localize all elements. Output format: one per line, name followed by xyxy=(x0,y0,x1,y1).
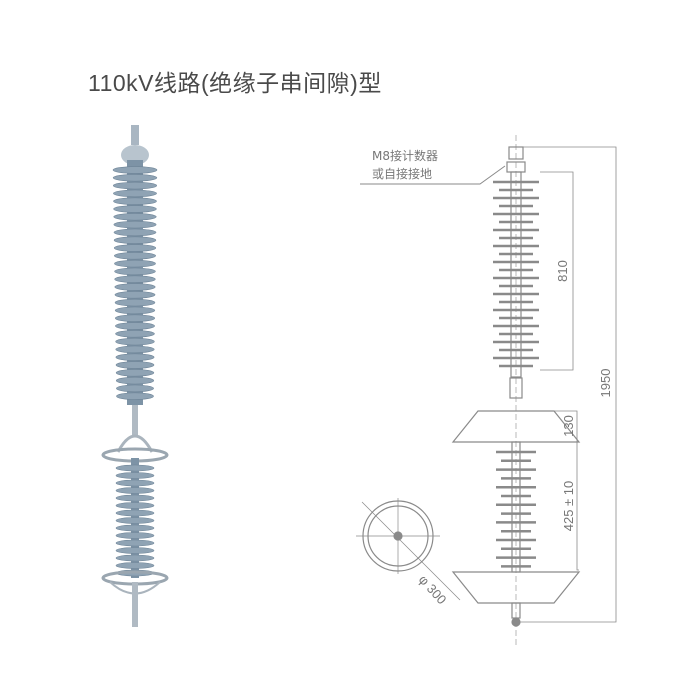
label-line-1: M8接计数器 xyxy=(372,148,438,163)
page-title: 110kV线路(绝缘子串间隙)型 xyxy=(88,70,382,96)
dim-line-130 xyxy=(554,410,578,442)
shed xyxy=(114,298,156,307)
shed xyxy=(115,376,155,385)
upper-core xyxy=(510,171,522,378)
shed xyxy=(115,487,155,494)
shed xyxy=(115,345,155,354)
dim-line-425 xyxy=(576,441,579,571)
dim-lower: 425 ± 10 xyxy=(561,481,576,532)
rod xyxy=(509,377,523,399)
shed xyxy=(115,361,155,369)
shed xyxy=(114,314,156,322)
dim-diameter: φ 300 xyxy=(416,572,450,607)
shed xyxy=(116,392,154,400)
shed xyxy=(113,228,157,237)
shed xyxy=(115,479,155,487)
top-terminal xyxy=(131,125,139,145)
technical-drawing xyxy=(356,135,617,645)
shed xyxy=(114,252,156,260)
lower-ring-frame xyxy=(451,571,581,604)
dim-ring: 130 xyxy=(561,415,576,437)
shed xyxy=(115,524,155,532)
shed xyxy=(115,472,155,479)
shed xyxy=(113,213,157,221)
shed xyxy=(113,244,157,252)
shed xyxy=(115,337,155,346)
shed xyxy=(113,205,157,213)
shed xyxy=(114,283,156,291)
shed xyxy=(114,291,156,299)
shed xyxy=(113,189,157,198)
shed xyxy=(115,494,155,502)
shed xyxy=(112,174,158,182)
shed xyxy=(115,509,155,517)
shed xyxy=(114,275,156,283)
ring-diameter-line xyxy=(361,501,461,601)
shed xyxy=(115,539,155,547)
shed xyxy=(116,384,154,393)
shed xyxy=(113,197,157,205)
dim-total: 1950 xyxy=(598,369,613,398)
shed xyxy=(115,353,155,361)
shed xyxy=(112,166,158,174)
shed xyxy=(113,220,157,229)
label-line-2: 或自接接地 xyxy=(372,166,432,181)
shed xyxy=(115,322,155,330)
shed xyxy=(115,369,155,377)
shed xyxy=(115,554,155,562)
shed xyxy=(115,502,155,509)
dim-upper: 810 xyxy=(555,260,570,282)
top-terminal xyxy=(508,146,524,160)
shed xyxy=(115,330,155,338)
upper-ring-dome xyxy=(116,434,154,453)
shed xyxy=(114,267,156,276)
shed xyxy=(115,562,155,569)
shed xyxy=(113,236,157,244)
annotation-label: M8接计数器 或自接接地 xyxy=(360,148,506,185)
shed xyxy=(115,547,155,554)
ground-terminal xyxy=(511,617,521,627)
dim-line-1950 xyxy=(520,146,617,623)
dim-line-810 xyxy=(540,171,574,371)
ring-hub xyxy=(393,531,403,541)
shed xyxy=(115,517,155,524)
shed xyxy=(115,532,155,539)
shed xyxy=(112,181,158,190)
shed xyxy=(114,259,156,268)
shed xyxy=(115,464,155,472)
bottom-stem xyxy=(132,582,138,627)
shed xyxy=(114,306,156,315)
insulator-photo xyxy=(101,125,169,627)
connecting-rod xyxy=(132,405,138,435)
